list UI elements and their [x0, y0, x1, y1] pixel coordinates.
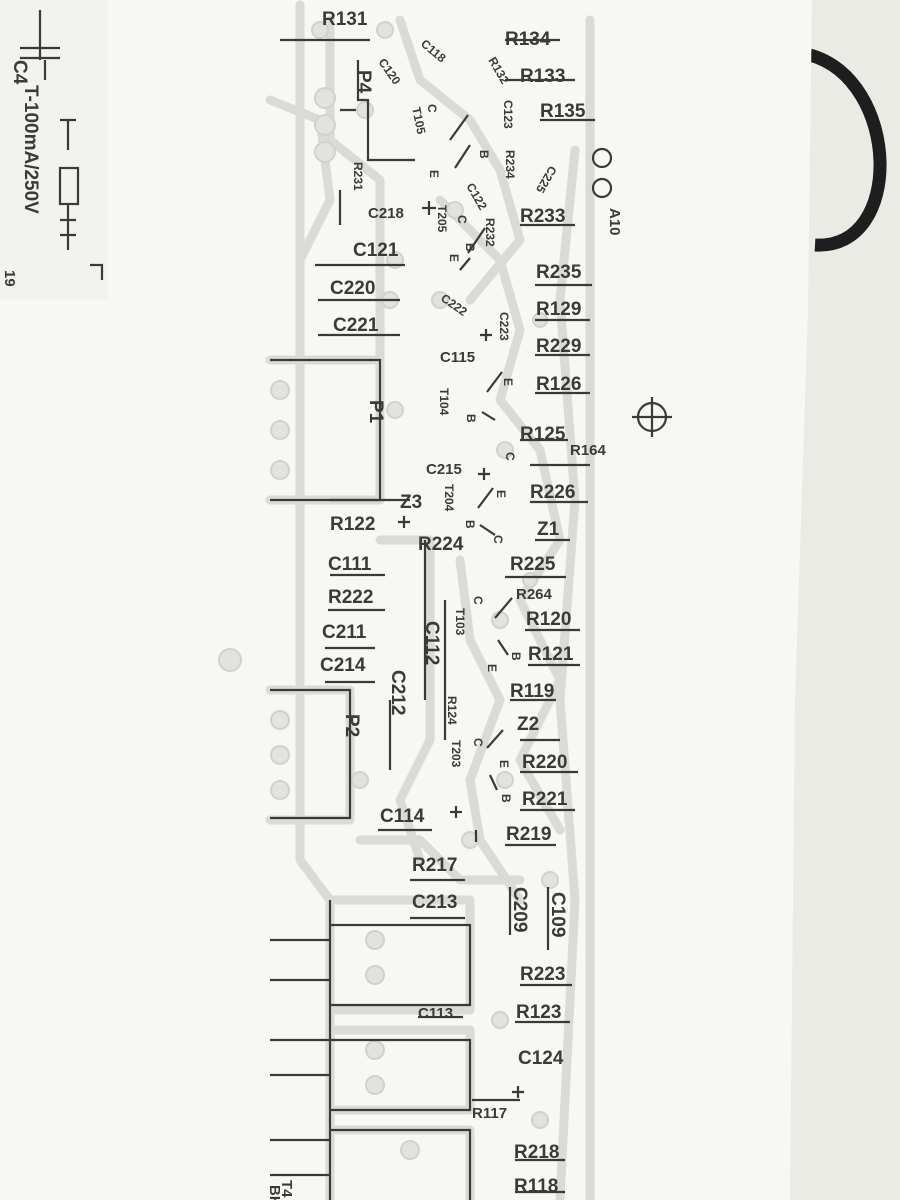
component-label-r224: R224 — [418, 534, 464, 555]
component-label-r131: R131 — [322, 9, 368, 30]
component-label-r225: R225 — [510, 554, 556, 575]
component-label-r226: R226 — [530, 482, 575, 503]
vertical-label-p2: P2 — [341, 714, 362, 737]
left-capacitor-label: C4 — [9, 60, 30, 85]
component-label-r218: R218 — [514, 1142, 559, 1163]
pin-label: C — [471, 596, 485, 605]
component-label-r125: R125 — [520, 424, 566, 445]
vertical-label-t105: T105 — [409, 106, 428, 136]
component-label-r135: R135 — [540, 101, 586, 122]
vertical-label-c112: C112 — [421, 621, 442, 665]
component-label-c220: C220 — [330, 278, 375, 299]
component-label-r134: R134 — [505, 29, 551, 50]
pin-label: C — [455, 215, 469, 224]
vertical-label-c223: C223 — [497, 312, 511, 341]
pin-label: C — [503, 452, 517, 461]
component-label-r118: R118 — [514, 1176, 558, 1197]
edge-label: T4 — [278, 1180, 295, 1198]
vertical-label-r231: R231 — [351, 162, 365, 191]
pin-label: E — [485, 664, 499, 672]
component-label-r235: R235 — [536, 262, 582, 283]
vertical-label-c212: C212 — [387, 670, 408, 715]
pin-label: C — [471, 738, 485, 747]
component-label-c111: C111 — [328, 554, 372, 575]
component-label-r133: R133 — [520, 66, 565, 87]
component-label-z3: Z3 — [400, 492, 422, 513]
component-label-c211: C211 — [322, 622, 367, 643]
component-label-r164: R164 — [570, 442, 607, 459]
pin-label: C — [491, 535, 505, 544]
vertical-label-t204: T204 — [442, 484, 456, 512]
component-label-r123: R123 — [516, 1002, 561, 1023]
black-cable — [807, 48, 887, 252]
component-label-r233: R233 — [520, 206, 565, 227]
connector-label: A10 — [606, 208, 623, 236]
component-label-c113: C113 — [418, 1005, 453, 1022]
component-label-z1: Z1 — [537, 519, 560, 540]
component-label-c115: C115 — [440, 349, 475, 366]
component-label-r120: R120 — [526, 609, 571, 630]
component-label-r121: R121 — [528, 644, 574, 665]
paper-sheet — [0, 0, 812, 1200]
vertical-label-r234: R234 — [503, 150, 517, 179]
pin-label: E — [447, 254, 461, 262]
component-label-c114: C114 — [380, 806, 425, 827]
vertical-label-t103: T103 — [453, 608, 467, 636]
vertical-label-c123: C123 — [501, 100, 515, 129]
component-label-r129: R129 — [536, 299, 581, 320]
component-label-z2: Z2 — [517, 714, 539, 735]
component-label-r117: R117 — [472, 1105, 507, 1122]
component-label-r223: R223 — [520, 964, 565, 985]
pin-label: C — [425, 104, 439, 113]
vertical-label-p4: P4 — [353, 70, 374, 94]
solder-pads — [218, 21, 559, 1160]
component-label-r119: R119 — [510, 681, 554, 702]
component-label-c218: C218 — [368, 205, 404, 222]
component-label-r222: R222 — [328, 587, 373, 608]
vertical-label-t205: T205 — [435, 205, 449, 233]
vertical-label-c209: C209 — [509, 887, 530, 932]
pin-label: E — [427, 170, 441, 178]
pin-label: B — [463, 243, 477, 252]
pin-label: E — [494, 490, 508, 498]
vertical-label-r232: R232 — [483, 218, 497, 247]
component-label-r229: R229 — [536, 336, 581, 357]
component-label-r217: R217 — [412, 855, 457, 876]
left-strip — [0, 0, 108, 300]
component-label-c214: C214 — [320, 655, 366, 676]
component-label-r264: R264 — [516, 586, 553, 603]
edge-label: BK — [266, 1185, 283, 1200]
component-label-r221: R221 — [522, 789, 568, 810]
pin-label: B — [509, 652, 523, 661]
silkscreen-outlines — [20, 10, 672, 1200]
component-label-r126: R126 — [536, 374, 581, 395]
component-label-c124: C124 — [518, 1048, 564, 1069]
pin-label: B — [477, 150, 491, 159]
component-label-r122: R122 — [330, 514, 375, 535]
left-number-label: 19 — [1, 270, 18, 287]
vertical-label-p1: P1 — [365, 400, 386, 424]
component-label-r220: R220 — [522, 752, 567, 773]
component-label-c121: C121 — [353, 240, 399, 261]
vertical-label-t203: T203 — [449, 740, 463, 768]
component-label-c215: C215 — [426, 461, 462, 478]
pin-label: E — [501, 378, 515, 386]
pin-label: B — [464, 414, 478, 423]
vertical-label-c109: C109 — [547, 892, 568, 937]
pin-label: B — [499, 794, 513, 803]
vertical-label-t104: T104 — [437, 388, 451, 416]
component-label-c221: C221 — [333, 315, 379, 336]
component-label-c213: C213 — [412, 892, 457, 913]
pin-label: B — [463, 520, 477, 529]
component-label-r219: R219 — [506, 824, 551, 845]
vertical-label-r124: R124 — [445, 696, 459, 725]
fuse-rating-label: T-100mA/250V — [20, 85, 41, 214]
pin-label: E — [497, 760, 511, 768]
